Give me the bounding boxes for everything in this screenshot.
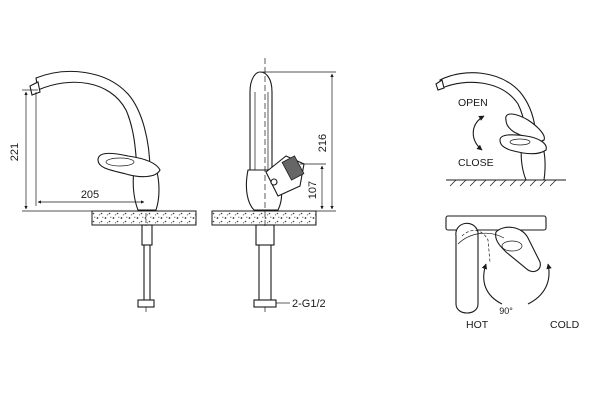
hot-cold-detail: 90° HOT COLD xyxy=(445,215,580,331)
dimension-221: 221 xyxy=(9,143,21,161)
lever-slot-detail xyxy=(509,138,531,146)
cartridge-side xyxy=(281,155,305,181)
label-90-degrees: 90° xyxy=(499,306,513,316)
front-view: 221 205 xyxy=(9,70,197,312)
label-open: OPEN xyxy=(458,97,488,109)
side-view: 216 107 2-G1/2 xyxy=(211,58,336,312)
lever-detail-closed xyxy=(499,134,547,155)
dimension-107: 107 xyxy=(307,181,319,199)
lever-detail-open xyxy=(505,113,545,142)
spout-side xyxy=(249,71,273,171)
lever-top-main xyxy=(455,222,479,314)
cartridge-mark xyxy=(270,178,278,186)
lever-top-hot xyxy=(461,230,491,263)
countertop-front xyxy=(91,210,197,226)
open-close-arrow xyxy=(472,115,485,151)
countertop-side xyxy=(211,210,317,226)
label-close: CLOSE xyxy=(458,157,494,169)
lever-top-cold xyxy=(495,226,541,273)
lever-slot-front xyxy=(105,157,135,167)
open-close-detail: OPEN CLOSE xyxy=(435,72,566,187)
hose-nut-front xyxy=(137,299,155,308)
aerator-detail xyxy=(435,79,445,91)
rotation-arc-top xyxy=(457,232,505,245)
label-hot: HOT xyxy=(466,319,489,331)
aerator-front xyxy=(29,81,41,96)
surface-hatch xyxy=(449,179,557,187)
dimension-205: 205 xyxy=(81,189,99,201)
hose-nut-side xyxy=(253,299,277,308)
connection-label: 2-G1/2 xyxy=(292,298,326,310)
rotation-arc-right xyxy=(527,263,552,305)
rotation-arc-left xyxy=(481,263,503,305)
dimension-216: 216 xyxy=(317,134,329,152)
lever-slot-top xyxy=(501,240,523,252)
shank-front xyxy=(141,224,153,246)
label-cold: COLD xyxy=(550,319,580,331)
shank-side xyxy=(255,224,275,246)
faucet-body-front xyxy=(132,167,160,211)
